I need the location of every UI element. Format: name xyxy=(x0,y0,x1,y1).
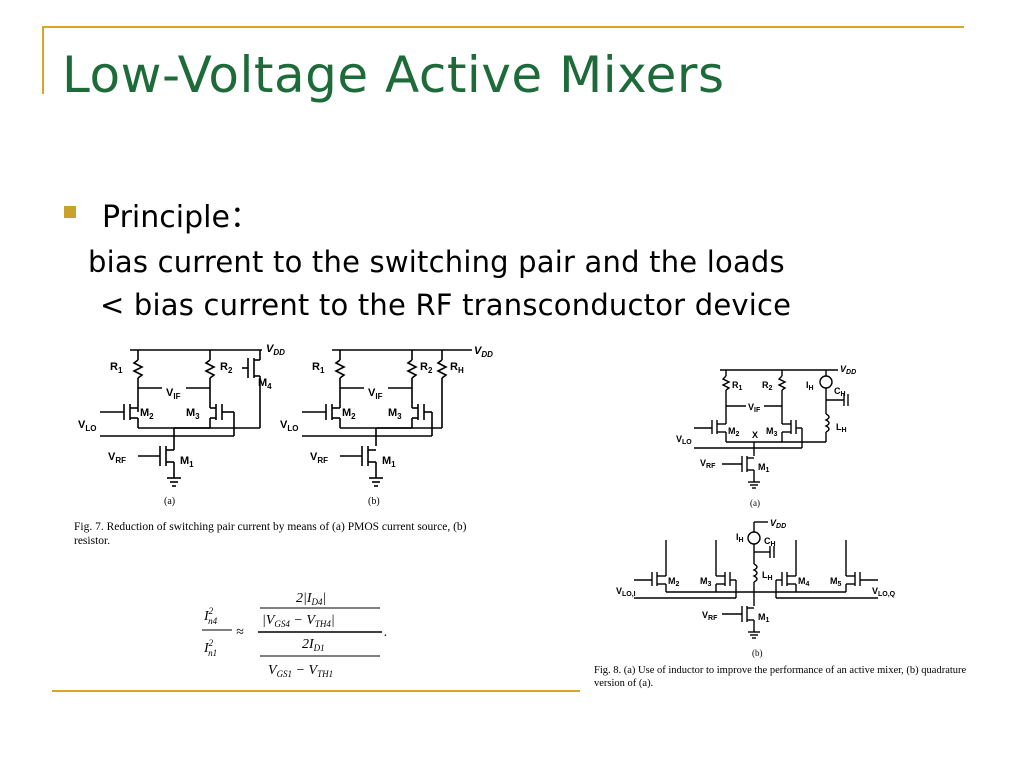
svg-text:M4: M4 xyxy=(258,377,272,391)
svg-text:VGS1 − VTH1: VGS1 − VTH1 xyxy=(268,663,333,679)
svg-text:VIF: VIF xyxy=(748,402,761,414)
fig7b-circuit: R1 R2 RH VDD VIF M2 M3 VLO VRF M1 xyxy=(280,345,493,487)
svg-text:LH: LH xyxy=(762,570,773,582)
svg-text:VLO: VLO xyxy=(280,419,298,433)
svg-text:M2: M2 xyxy=(728,426,740,438)
svg-text:R2: R2 xyxy=(762,380,773,392)
svg-text:M4: M4 xyxy=(798,576,810,588)
svg-text:VIF: VIF xyxy=(368,387,383,401)
svg-text:≈: ≈ xyxy=(236,625,244,640)
fig7a-sublabel: (a) xyxy=(164,496,176,507)
fig8b-sublabel: (b) xyxy=(752,648,763,658)
svg-text:VLO: VLO xyxy=(78,419,96,433)
svg-text:M3: M3 xyxy=(766,426,778,438)
svg-text:.: . xyxy=(384,625,388,640)
svg-text:R2: R2 xyxy=(420,361,433,375)
svg-text:CH: CH xyxy=(834,386,846,398)
svg-text:M2: M2 xyxy=(342,407,356,421)
svg-text:R1: R1 xyxy=(312,361,325,375)
svg-text:IH: IH xyxy=(736,532,744,544)
svg-text:R1: R1 xyxy=(110,361,123,375)
frame-left-rule xyxy=(42,26,44,94)
principle-line-1: bias current to the switching pair and t… xyxy=(88,245,785,279)
fig8b-circuit: VDD IH CH LH M2 M3 M4 M5 VLO,I VLO,Q VRF… xyxy=(616,518,896,639)
svg-text:M1: M1 xyxy=(180,455,194,469)
svg-text:VIF: VIF xyxy=(166,387,181,401)
frame-bottom-rule xyxy=(52,690,580,692)
svg-text:LH: LH xyxy=(836,422,847,434)
svg-text:M5: M5 xyxy=(830,576,842,588)
svg-text:VRF: VRF xyxy=(108,451,126,465)
svg-text:2ID1: 2ID1 xyxy=(302,637,325,653)
svg-text:M1: M1 xyxy=(382,455,396,469)
fig8a-circuit: VDD R1 R2 IH CH VIF LH M2 X M3 VLO VRF M… xyxy=(676,364,856,489)
fig7a-circuit: R1 R2 VDD M4 VIF M2 M3 VLO VRF M1 xyxy=(78,343,285,487)
svg-text:R1: R1 xyxy=(732,380,743,392)
svg-text:M2: M2 xyxy=(140,407,154,421)
svg-text:VLO,Q: VLO,Q xyxy=(872,586,896,598)
frame-top-rule xyxy=(44,26,964,28)
fig8-caption: Fig. 8. (a) Use of inductor to improve t… xyxy=(594,665,967,689)
svg-text:CH: CH xyxy=(764,536,776,548)
svg-text:|VGS4 − VTH4|: |VGS4 − VTH4| xyxy=(262,613,335,629)
fig8a-sublabel: (a) xyxy=(750,498,760,508)
principle-line-2: < bias current to the RF transconductor … xyxy=(100,288,792,322)
svg-text:M1: M1 xyxy=(758,462,770,474)
svg-text:VLO: VLO xyxy=(676,434,692,446)
slide-title: Low-Voltage Active Mixers xyxy=(62,46,725,104)
svg-text:VRF: VRF xyxy=(702,610,718,622)
svg-text:IH: IH xyxy=(806,380,814,392)
svg-text:RH: RH xyxy=(450,361,464,375)
svg-text:VRF: VRF xyxy=(700,458,716,470)
svg-text:X: X xyxy=(752,430,758,440)
svg-text:R2: R2 xyxy=(220,361,233,375)
svg-text:M3: M3 xyxy=(700,576,712,588)
fig7-caption: Fig. 7. Reduction of switching pair curr… xyxy=(74,521,467,547)
svg-text:VLO,I: VLO,I xyxy=(616,586,636,598)
svg-text:M1: M1 xyxy=(758,612,770,624)
bullet-principle: Principle： xyxy=(102,200,260,235)
bullet-square-icon xyxy=(64,206,76,218)
svg-text:M2: M2 xyxy=(668,576,680,588)
svg-text:2|ID4|: 2|ID4| xyxy=(296,591,326,607)
svg-text:M3: M3 xyxy=(388,407,402,421)
svg-text:VDD: VDD xyxy=(770,518,786,530)
svg-text:VDD: VDD xyxy=(474,345,493,359)
svg-text:M3: M3 xyxy=(186,407,200,421)
svg-text:VDD: VDD xyxy=(840,364,856,376)
svg-text:VRF: VRF xyxy=(310,451,328,465)
fig7b-sublabel: (b) xyxy=(368,496,380,507)
